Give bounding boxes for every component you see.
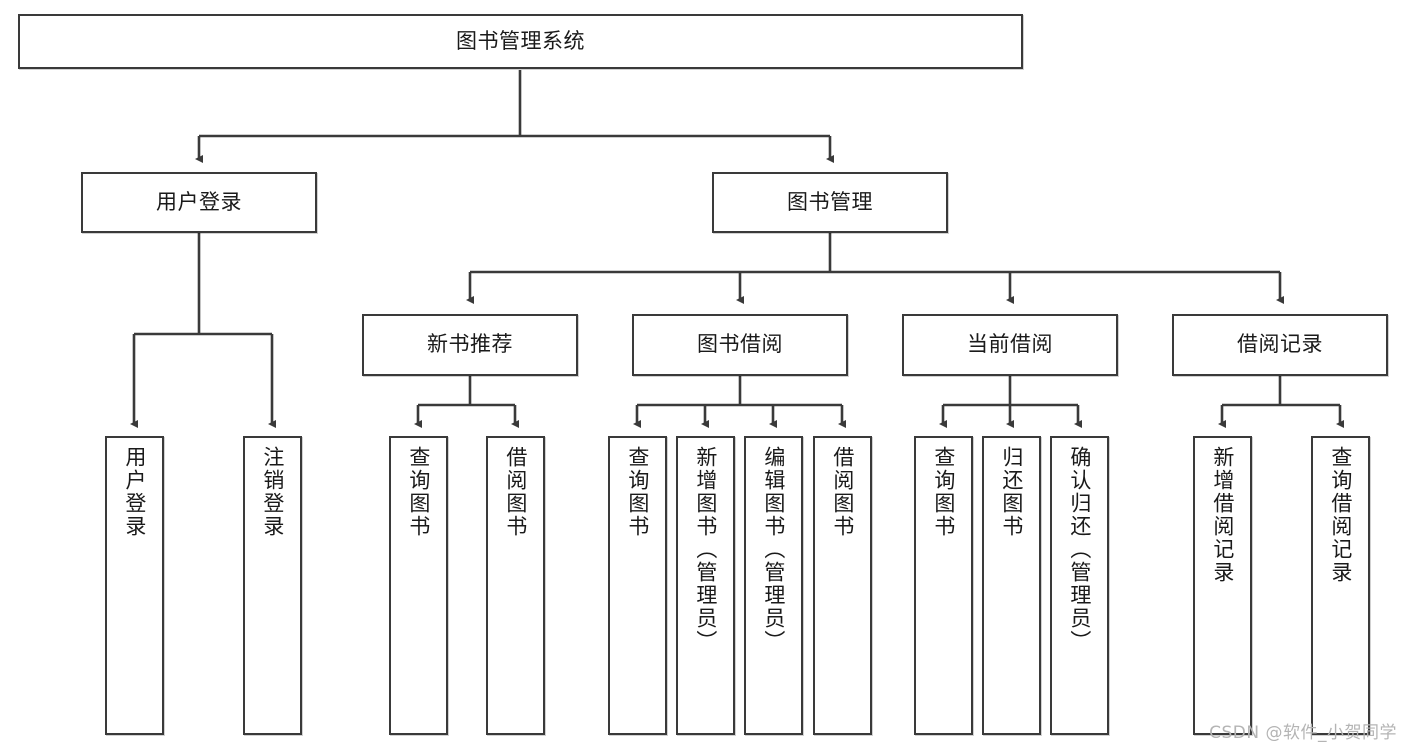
- node-leaf-borrow-book-2-label: 借阅图书: [830, 446, 855, 538]
- node-leaf-return-book[interactable]: 归还图书: [982, 436, 1041, 735]
- node-leaf-return-book-label: 归还图书: [999, 446, 1024, 538]
- node-leaf-edit-book[interactable]: 编辑图书（管理员）: [744, 436, 803, 735]
- node-borrow-record-label: 借阅记录: [1237, 332, 1323, 357]
- watermark-text: CSDN @软件_小贺同学: [1209, 723, 1397, 743]
- node-leaf-logout-login-label: 注销登录: [260, 446, 285, 538]
- node-leaf-borrow-book-1[interactable]: 借阅图书: [486, 436, 545, 735]
- node-leaf-query-record[interactable]: 查询借阅记录: [1311, 436, 1370, 735]
- node-root-label: 图书管理系统: [456, 28, 585, 53]
- node-leaf-logout-login[interactable]: 注销登录: [243, 436, 302, 735]
- node-new-book-recommend[interactable]: 新书推荐: [362, 314, 578, 376]
- node-root[interactable]: 图书管理系统: [18, 14, 1023, 69]
- node-leaf-add-record-label: 新增借阅记录: [1210, 446, 1235, 584]
- node-leaf-confirm-return[interactable]: 确认归还（管理员）: [1050, 436, 1109, 735]
- node-leaf-query-book-1[interactable]: 查询图书: [389, 436, 448, 735]
- node-leaf-add-book-label: 新增图书（管理员）: [693, 446, 718, 653]
- node-leaf-borrow-book-2[interactable]: 借阅图书: [813, 436, 872, 735]
- node-leaf-borrow-book-1-label: 借阅图书: [503, 446, 528, 538]
- node-book-management-label: 图书管理: [787, 189, 873, 214]
- node-current-borrow[interactable]: 当前借阅: [902, 314, 1118, 376]
- node-leaf-query-book-3-label: 查询图书: [931, 446, 956, 538]
- node-user-login-label: 用户登录: [156, 189, 242, 214]
- node-leaf-confirm-return-label: 确认归还（管理员）: [1067, 446, 1092, 653]
- node-leaf-user-login[interactable]: 用户登录: [105, 436, 164, 735]
- node-borrow-record[interactable]: 借阅记录: [1172, 314, 1388, 376]
- node-leaf-query-book-2[interactable]: 查询图书: [608, 436, 667, 735]
- node-current-borrow-label: 当前借阅: [967, 332, 1053, 357]
- node-leaf-query-book-3[interactable]: 查询图书: [914, 436, 973, 735]
- node-leaf-add-book[interactable]: 新增图书（管理员）: [676, 436, 735, 735]
- node-leaf-edit-book-label: 编辑图书（管理员）: [761, 446, 786, 653]
- node-leaf-query-record-label: 查询借阅记录: [1328, 446, 1353, 584]
- node-leaf-add-record[interactable]: 新增借阅记录: [1193, 436, 1252, 735]
- node-leaf-query-book-2-label: 查询图书: [625, 446, 650, 538]
- node-leaf-user-login-label: 用户登录: [122, 446, 147, 538]
- node-user-login[interactable]: 用户登录: [81, 172, 317, 233]
- node-book-management[interactable]: 图书管理: [712, 172, 948, 233]
- node-leaf-query-book-1-label: 查询图书: [406, 446, 431, 538]
- node-book-borrow[interactable]: 图书借阅: [632, 314, 848, 376]
- node-new-book-recommend-label: 新书推荐: [427, 332, 513, 357]
- node-book-borrow-label: 图书借阅: [697, 332, 783, 357]
